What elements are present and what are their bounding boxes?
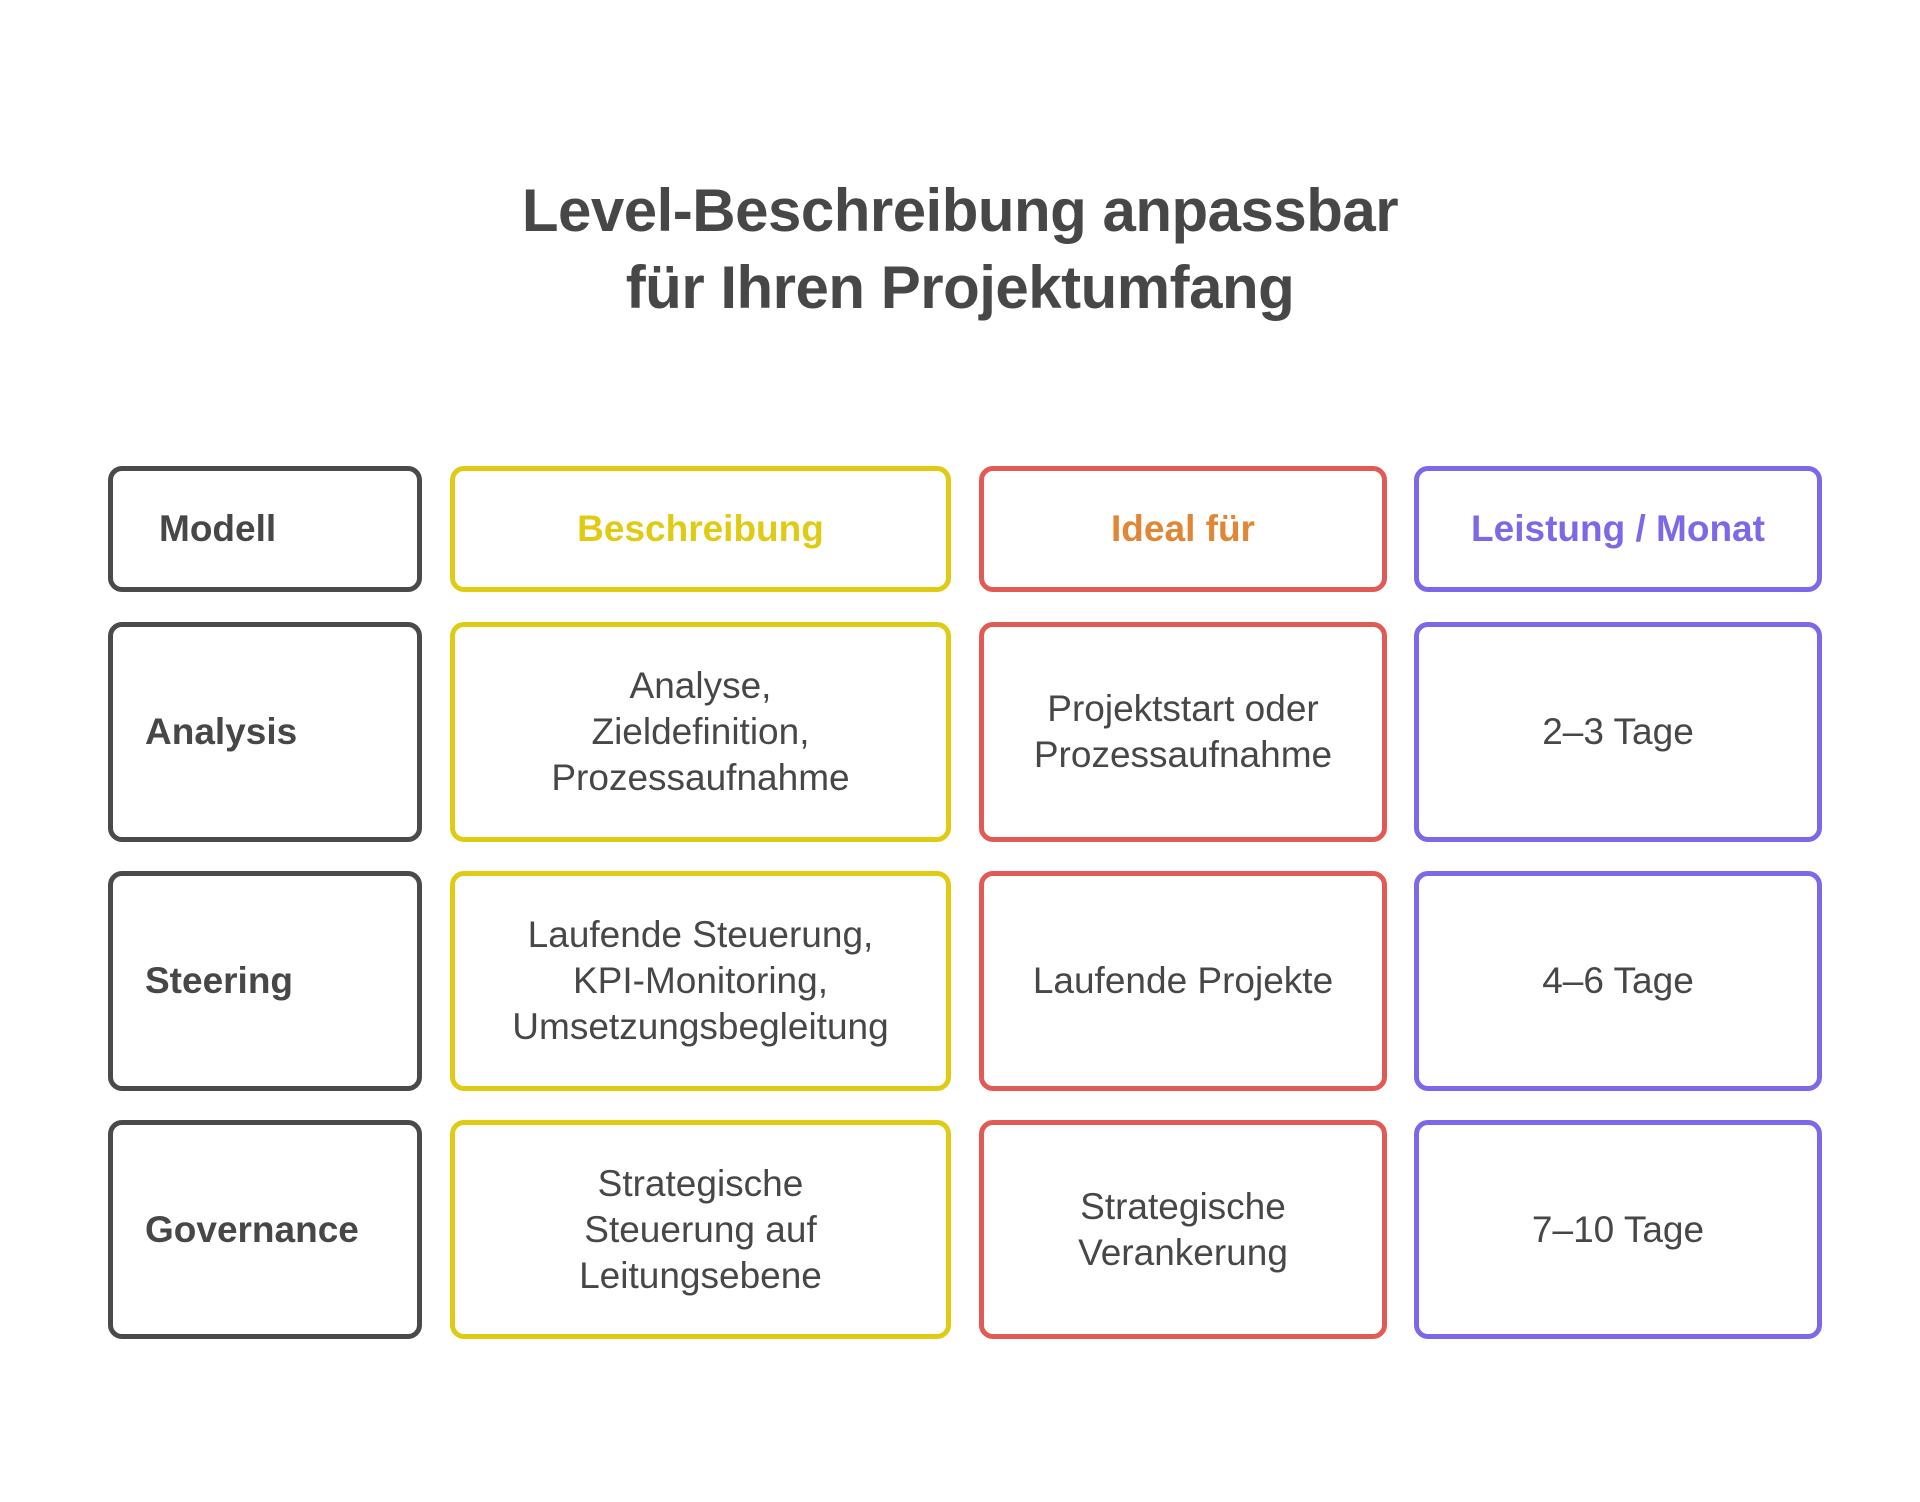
description-line: Laufende Steuerung,	[527, 914, 874, 955]
header-modell: Modell	[108, 466, 422, 592]
description-line: Steuerung auf	[584, 1208, 817, 1250]
description-cell-governance: Strategische Steuerung auf Leitungsebene	[450, 1120, 951, 1339]
effort-cell-steering: 4–6 Tage	[1414, 871, 1822, 1091]
description-line: Zieldefinition,	[591, 711, 810, 752]
description-cell-analysis: Analyse, Zieldefinition, Prozessaufnahme	[450, 622, 951, 842]
ideal-cell-governance: Strategische Verankerung	[979, 1120, 1387, 1339]
ideal-line: Projektstart oder	[1047, 688, 1319, 729]
ideal-line: Strategische	[1080, 1185, 1286, 1227]
description-line: Prozessaufnahme	[551, 757, 850, 798]
description-line: Strategische	[597, 1162, 804, 1204]
description-cell-steering: Laufende Steuerung, KPI-Monitoring, Umse…	[450, 871, 951, 1091]
ideal-cell-steering: Laufende Projekte	[979, 871, 1387, 1091]
effort-cell-analysis: 2–3 Tage	[1414, 622, 1822, 842]
title-line-2: für Ihren Projektumfang	[625, 254, 1295, 321]
description-line: Analyse,	[629, 665, 772, 706]
effort-cell-governance: 7–10 Tage	[1414, 1120, 1822, 1339]
header-ideal-fuer: Ideal für	[979, 466, 1387, 592]
description-line: Leitungsebene	[579, 1254, 822, 1296]
header-beschreibung: Beschreibung	[450, 466, 951, 592]
model-cell-steering: Steering	[108, 871, 422, 1091]
title-line-1: Level-Beschreibung anpassbar	[521, 177, 1399, 244]
model-cell-governance: Governance	[108, 1120, 422, 1339]
model-cell-analysis: Analysis	[108, 622, 422, 842]
ideal-line: Laufende Projekte	[1032, 960, 1334, 1001]
ideal-line: Verankerung	[1078, 1231, 1288, 1273]
header-leistung-monat: Leistung / Monat	[1414, 466, 1822, 592]
ideal-cell-analysis: Projektstart oder Prozessaufnahme	[979, 622, 1387, 842]
description-line: Umsetzungsbegleitung	[512, 1006, 889, 1047]
description-line: KPI-Monitoring,	[573, 960, 828, 1001]
page-title: Level-Beschreibung anpassbar für Ihren P…	[0, 172, 1920, 326]
ideal-line: Prozessaufnahme	[1033, 734, 1333, 775]
